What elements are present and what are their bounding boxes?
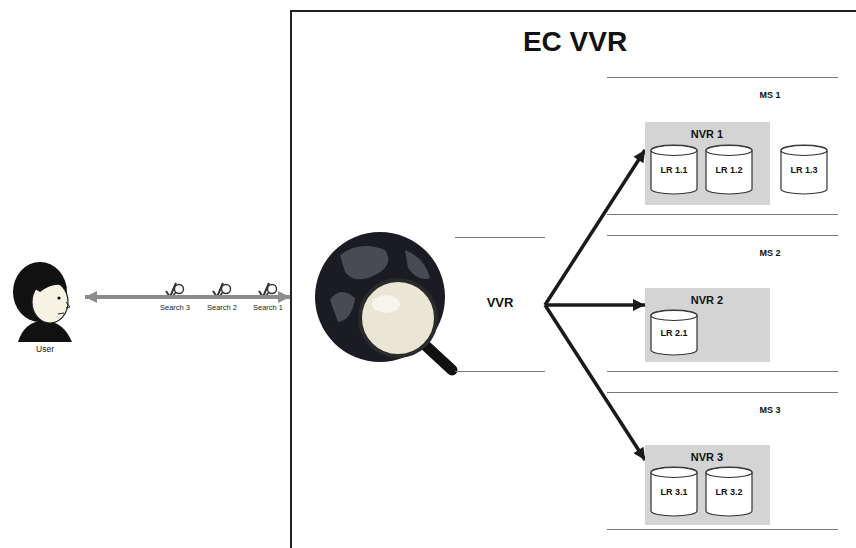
search-icon: [259, 283, 277, 297]
cylinder-body: [651, 467, 697, 516]
search-icon: [166, 283, 184, 297]
box-title: NVR 3: [691, 451, 723, 464]
connector-arrow: [85, 295, 290, 299]
band-label: MS 1: [759, 90, 780, 100]
magnifier-lens: [360, 280, 436, 356]
cylinder-top: [706, 468, 752, 478]
cylinder-top: [706, 146, 752, 156]
cylinder-top: [781, 146, 827, 156]
cylinder-body: [651, 145, 697, 194]
user-figure: [13, 262, 72, 342]
connector-arrow: [545, 305, 645, 460]
search-label: Search 3: [160, 304, 190, 312]
storage-label: LR 1.3: [790, 165, 817, 175]
band-label: MS 2: [759, 248, 780, 258]
cylinder-body: [651, 310, 697, 355]
band-label: MS 3: [759, 405, 780, 415]
storage-cylinder: LR 3.1: [650, 467, 698, 517]
ms-band: LR 1.1 LR 1.2 NVR 1 LR 1.3 MS 1: [607, 77, 838, 215]
search-icon: [213, 283, 231, 297]
user-fringe: [30, 277, 68, 292]
nvr-box: LR 1.1 LR 1.2 NVR 1: [645, 122, 770, 205]
globe-land: [330, 292, 355, 322]
connector-arrow: [545, 303, 645, 307]
user-label: User: [36, 345, 54, 355]
storage-label: LR 3.1: [660, 487, 687, 497]
search-label: Search 1: [253, 304, 283, 312]
storage-label: LR 1.2: [715, 165, 742, 175]
storage-cylinder: LR 1.1: [650, 145, 698, 195]
user-nose: [66, 302, 70, 308]
ms-band: LR 3.1 LR 3.2 NVR 3 MS 3: [607, 392, 838, 530]
user-shoulders: [18, 320, 72, 342]
vvr-band: VVR: [455, 237, 545, 372]
storage-cylinder: LR 1.3: [780, 145, 828, 195]
nvr-box: LR 2.1 NVR 2: [645, 288, 770, 362]
search-globe: [315, 232, 452, 370]
globe-body: [315, 232, 445, 362]
box-title: NVR 2: [691, 294, 723, 307]
globe-land: [405, 250, 430, 279]
magnifier-handle: [425, 345, 452, 370]
system-boundary: VVRLR 1.1LR 1.2NVR 1LR 1.3MS 1LR 2.1NVR …: [290, 10, 856, 548]
search-icons: [166, 283, 277, 297]
storage-cylinder: LR 1.2: [705, 145, 753, 195]
cylinder-body: [706, 145, 752, 194]
user-mouth: [58, 313, 64, 314]
vvr-label: VVR: [487, 296, 514, 311]
ms-band: LR 2.1 NVR 2 MS 2: [607, 235, 838, 372]
globe-land: [340, 246, 388, 279]
connector-arrow: [545, 150, 645, 305]
cylinder-top: [651, 311, 697, 321]
storage-label: LR 1.1: [660, 165, 687, 175]
search-label: Search 2: [207, 304, 237, 312]
cylinder-top: [651, 468, 697, 478]
storage-label: LR 3.2: [715, 487, 742, 497]
storage-cylinder: LR 2.1: [650, 310, 698, 356]
storage-cylinder: LR 3.2: [705, 467, 753, 517]
cylinder-top: [651, 146, 697, 156]
storage-label: LR 2.1: [660, 328, 687, 338]
cylinder-body: [781, 145, 827, 194]
nvr-box: LR 3.1 LR 3.2 NVR 3: [645, 445, 770, 525]
box-title: NVR 1: [691, 128, 723, 141]
user-hair: [13, 262, 67, 322]
user-eye: [57, 296, 60, 299]
user-node: User: [5, 255, 85, 360]
system-title: EC VVR: [523, 26, 627, 58]
cylinder-body: [706, 467, 752, 516]
lens-glare: [372, 295, 400, 313]
